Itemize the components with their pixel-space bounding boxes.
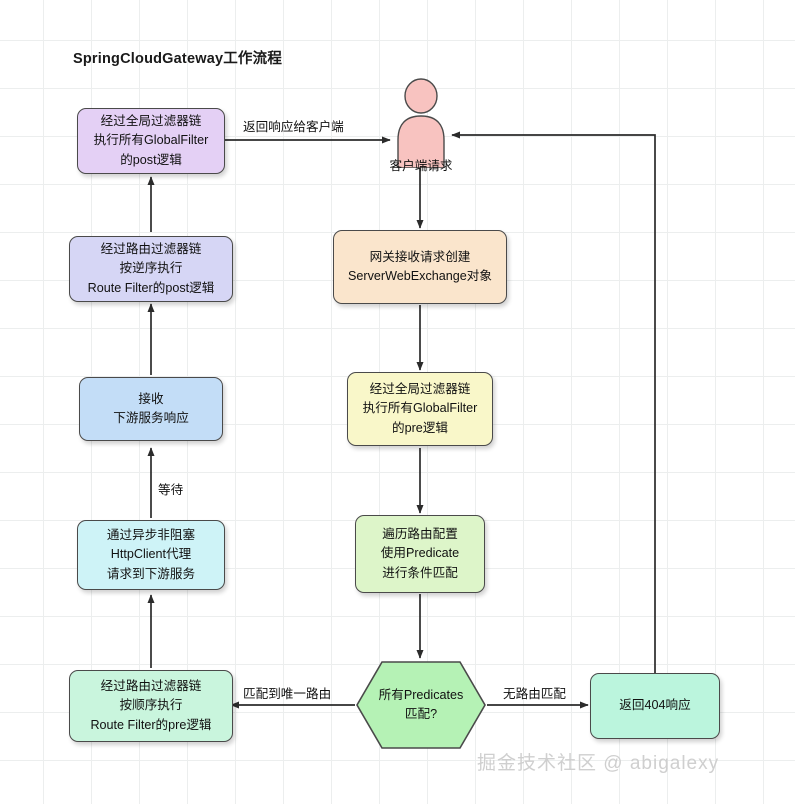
node-receive-response-line2: 下游服务响应 bbox=[113, 411, 189, 425]
node-proxy-request-line3: 请求到下游服务 bbox=[106, 566, 196, 581]
client-actor-label: 客户端请求 bbox=[389, 159, 453, 173]
node-global-filter-pre-line2: 执行所有GlobalFilter bbox=[362, 401, 478, 416]
node-predicates-decision-line1: 所有Predicates bbox=[378, 688, 464, 703]
node-return-404-line1: 返回404响应 bbox=[619, 698, 691, 713]
node-global-filter-pre-line1: 经过全局过滤器链 bbox=[369, 382, 471, 397]
node-global-filter-post-line2: 执行所有GlobalFilter bbox=[93, 133, 209, 148]
node-route-filter-post-line1: 经过路由过滤器链 bbox=[100, 242, 202, 257]
node-gateway-receive[interactable]: 网关接收请求创建 ServerWebExchange对象 bbox=[333, 230, 507, 304]
node-route-filter-pre-line1: 经过路由过滤器链 bbox=[100, 679, 202, 694]
edge-label-matched-single-route: 匹配到唯一路由 bbox=[243, 687, 332, 701]
node-route-filter-post-line2: 按逆序执行 bbox=[119, 261, 183, 276]
node-receive-response-line1: 接收 bbox=[138, 391, 164, 406]
node-route-predicate-line1: 遍历路由配置 bbox=[382, 527, 458, 542]
node-route-predicate-line3: 进行条件匹配 bbox=[382, 565, 458, 580]
node-gateway-receive-line2: ServerWebExchange对象 bbox=[348, 269, 492, 283]
node-proxy-request-line1: 通过异步非阻塞 bbox=[106, 528, 196, 543]
watermark: 掘金技术社区 @ abigalexy bbox=[477, 753, 720, 774]
node-predicates-decision[interactable]: 所有Predicates 匹配? bbox=[355, 660, 487, 750]
node-route-predicate[interactable]: 遍历路由配置 使用Predicate 进行条件匹配 bbox=[355, 515, 485, 593]
node-global-filter-pre-line3: 的pre逻辑 bbox=[392, 420, 448, 435]
edge-label-return-to-client: 返回响应给客户端 bbox=[243, 120, 344, 134]
node-route-filter-pre[interactable]: 经过路由过滤器链 按顺序执行 Route Filter的pre逻辑 bbox=[69, 670, 233, 742]
node-route-filter-pre-line3: Route Filter的pre逻辑 bbox=[90, 717, 212, 732]
node-global-filter-post[interactable]: 经过全局过滤器链 执行所有GlobalFilter 的post逻辑 bbox=[77, 108, 225, 174]
node-route-filter-post-line3: Route Filter的post逻辑 bbox=[87, 280, 215, 295]
node-route-predicate-line2: 使用Predicate bbox=[380, 546, 460, 561]
node-gateway-receive-line1: 网关接收请求创建 bbox=[369, 249, 471, 264]
node-proxy-request[interactable]: 通过异步非阻塞 HttpClient代理 请求到下游服务 bbox=[77, 520, 225, 590]
node-route-filter-post[interactable]: 经过路由过滤器链 按逆序执行 Route Filter的post逻辑 bbox=[69, 236, 233, 302]
node-predicates-decision-line2: 匹配? bbox=[404, 707, 438, 721]
node-proxy-request-line2: HttpClient代理 bbox=[110, 547, 192, 562]
node-global-filter-post-line3: 的post逻辑 bbox=[120, 152, 182, 167]
node-global-filter-pre[interactable]: 经过全局过滤器链 执行所有GlobalFilter 的pre逻辑 bbox=[347, 372, 493, 446]
node-return-404[interactable]: 返回404响应 bbox=[590, 673, 720, 739]
edge-label-no-route-matched: 无路由匹配 bbox=[503, 687, 566, 701]
node-receive-response[interactable]: 接收 下游服务响应 bbox=[79, 377, 223, 441]
page-title: SpringCloudGateway工作流程 bbox=[73, 51, 283, 67]
edge-label-wait: 等待 bbox=[158, 483, 184, 497]
node-global-filter-post-line1: 经过全局过滤器链 bbox=[100, 114, 202, 129]
node-route-filter-pre-line2: 按顺序执行 bbox=[119, 698, 183, 713]
client-actor bbox=[393, 78, 449, 169]
